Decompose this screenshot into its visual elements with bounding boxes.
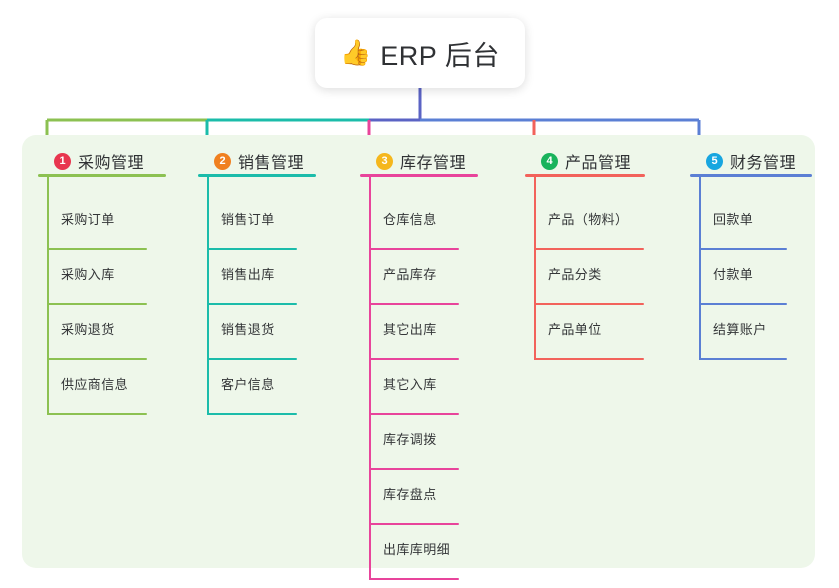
branch-leaf-label: 仓库信息 — [383, 212, 437, 227]
branch-leaf-label: 库存调拨 — [383, 432, 437, 447]
branch-leaf-label: 销售出库 — [221, 267, 275, 282]
branch-number-badge: 4 — [541, 152, 558, 170]
branch-leaf-label: 付款单 — [713, 267, 754, 282]
branch-leaf-label: 产品（物料） — [548, 212, 629, 227]
branch-number-badge: 5 — [706, 152, 723, 170]
branch-header-5[interactable]: 5 财务管理 — [690, 148, 812, 177]
branch-leaf-label: 产品分类 — [548, 267, 602, 282]
root-node-card[interactable]: 👍 ERP 后台 — [315, 18, 525, 88]
branch-leaf-rule — [369, 303, 459, 305]
branch-header-rule — [198, 174, 316, 177]
branch-number-badge: 3 — [376, 152, 393, 170]
branch-leaf-rule — [207, 303, 297, 305]
branch-leaf-item[interactable]: 产品分类 — [534, 250, 644, 305]
branch-leaf-label: 销售订单 — [221, 212, 275, 227]
branch-leaf-item[interactable]: 采购退货 — [47, 305, 147, 360]
branch-title: 财务管理 — [730, 155, 797, 172]
branch-leaf-label: 采购退货 — [61, 322, 115, 337]
branch-leaf-item[interactable]: 库存调拨 — [369, 415, 459, 470]
branch-leaf-item[interactable]: 仓库信息 — [369, 195, 459, 250]
branch-header-rule — [38, 174, 166, 177]
branch-column-2: 2 销售管理销售订单销售出库销售退货客户信息 — [198, 148, 316, 415]
root-node-content: 👍 ERP 后台 — [340, 34, 500, 73]
branch-header-rule — [360, 174, 478, 177]
branch-leaf-item[interactable]: 库存盘点 — [369, 470, 459, 525]
branch-number-badge: 1 — [54, 152, 71, 170]
branch-leaf-label: 产品单位 — [548, 322, 602, 337]
branch-leaf-item[interactable]: 结算账户 — [699, 305, 787, 360]
branch-leaf-rule — [699, 358, 787, 360]
branch-leaf-rule — [534, 358, 644, 360]
branch-leaf-rule — [47, 303, 147, 305]
branch-leaf-item[interactable]: 供应商信息 — [47, 360, 147, 415]
branch-leaf-item[interactable]: 其它入库 — [369, 360, 459, 415]
branch-title: 采购管理 — [78, 155, 145, 172]
branch-leaf-item[interactable]: 采购订单 — [47, 195, 147, 250]
branch-header-1[interactable]: 1 采购管理 — [38, 148, 166, 177]
branch-header-rule — [525, 174, 645, 177]
branch-column-5: 5 财务管理回款单付款单结算账户 — [690, 148, 812, 360]
branch-spine — [369, 177, 371, 580]
branch-leaf-rule — [47, 413, 147, 415]
branch-column-1: 1 采购管理采购订单采购入库采购退货供应商信息 — [38, 148, 166, 415]
branch-leaf-rule — [534, 248, 644, 250]
branch-leaf-item[interactable]: 采购入库 — [47, 250, 147, 305]
branch-leaf-label: 出库库明细 — [383, 542, 451, 557]
branch-leaf-label: 采购订单 — [61, 212, 115, 227]
branch-leaf-item[interactable]: 产品（物料） — [534, 195, 644, 250]
branch-leaf-rule — [207, 413, 297, 415]
branch-header-rule — [690, 174, 812, 177]
branch-leaf-label: 其它出库 — [383, 322, 437, 337]
branch-spine — [207, 177, 209, 415]
branches-panel: 1 采购管理采购订单采购入库采购退货供应商信息 2 销售管理销售订单销售出库销售退货客… — [22, 135, 815, 580]
thumbs-up-icon: 👍 — [340, 38, 372, 67]
root-node-title: ERP 后台 — [380, 40, 500, 71]
branch-leaf-rule — [369, 248, 459, 250]
branch-leaf-item[interactable]: 销售订单 — [207, 195, 297, 250]
branch-leaf-label: 结算账户 — [713, 322, 767, 337]
branch-leaf-label: 采购入库 — [61, 267, 115, 282]
branch-leaf-label: 供应商信息 — [61, 377, 129, 392]
branch-leaf-label: 回款单 — [713, 212, 754, 227]
branch-leaf-label: 其它入库 — [383, 377, 437, 392]
branch-leaf-rule — [369, 523, 459, 525]
branch-leaf-item[interactable]: 产品单位 — [534, 305, 644, 360]
branch-column-3: 3 库存管理仓库信息产品库存其它出库其它入库库存调拨库存盘点出库库明细 — [360, 148, 478, 580]
branch-header-2[interactable]: 2 销售管理 — [198, 148, 316, 177]
branch-leaf-item[interactable]: 其它出库 — [369, 305, 459, 360]
branch-spine — [534, 177, 536, 360]
branch-leaf-rule — [47, 248, 147, 250]
branch-column-4: 4 产品管理产品（物料） 产品分类产品单位 — [525, 148, 645, 360]
branch-title: 销售管理 — [238, 155, 305, 172]
branch-header-3[interactable]: 3 库存管理 — [360, 148, 478, 177]
branch-leaf-item[interactable]: 出库库明细 — [369, 525, 459, 580]
branch-leaf-rule — [369, 413, 459, 415]
branch-spine — [699, 177, 701, 360]
branch-number-badge: 2 — [214, 152, 231, 170]
branch-leaf-item[interactable]: 销售出库 — [207, 250, 297, 305]
branch-leaf-rule — [699, 303, 787, 305]
branch-leaf-rule — [47, 358, 147, 360]
branch-leaf-rule — [369, 358, 459, 360]
branch-header-4[interactable]: 4 产品管理 — [525, 148, 645, 177]
branch-spine — [47, 177, 49, 415]
branch-leaf-item[interactable]: 客户信息 — [207, 360, 297, 415]
branch-title: 库存管理 — [400, 155, 467, 172]
branch-leaf-rule — [207, 248, 297, 250]
branch-leaf-label: 销售退货 — [221, 322, 275, 337]
branch-leaf-item[interactable]: 付款单 — [699, 250, 787, 305]
branch-leaf-rule — [699, 248, 787, 250]
branch-leaf-item[interactable]: 销售退货 — [207, 305, 297, 360]
branch-leaf-rule — [369, 468, 459, 470]
branch-leaf-rule — [207, 358, 297, 360]
branch-title: 产品管理 — [565, 155, 632, 172]
branch-leaf-item[interactable]: 回款单 — [699, 195, 787, 250]
branch-leaf-label: 库存盘点 — [383, 487, 437, 502]
branch-leaf-label: 产品库存 — [383, 267, 437, 282]
branch-leaf-rule — [534, 303, 644, 305]
branch-leaf-label: 客户信息 — [221, 377, 275, 392]
branch-leaf-item[interactable]: 产品库存 — [369, 250, 459, 305]
branch-leaf-rule — [369, 578, 459, 580]
